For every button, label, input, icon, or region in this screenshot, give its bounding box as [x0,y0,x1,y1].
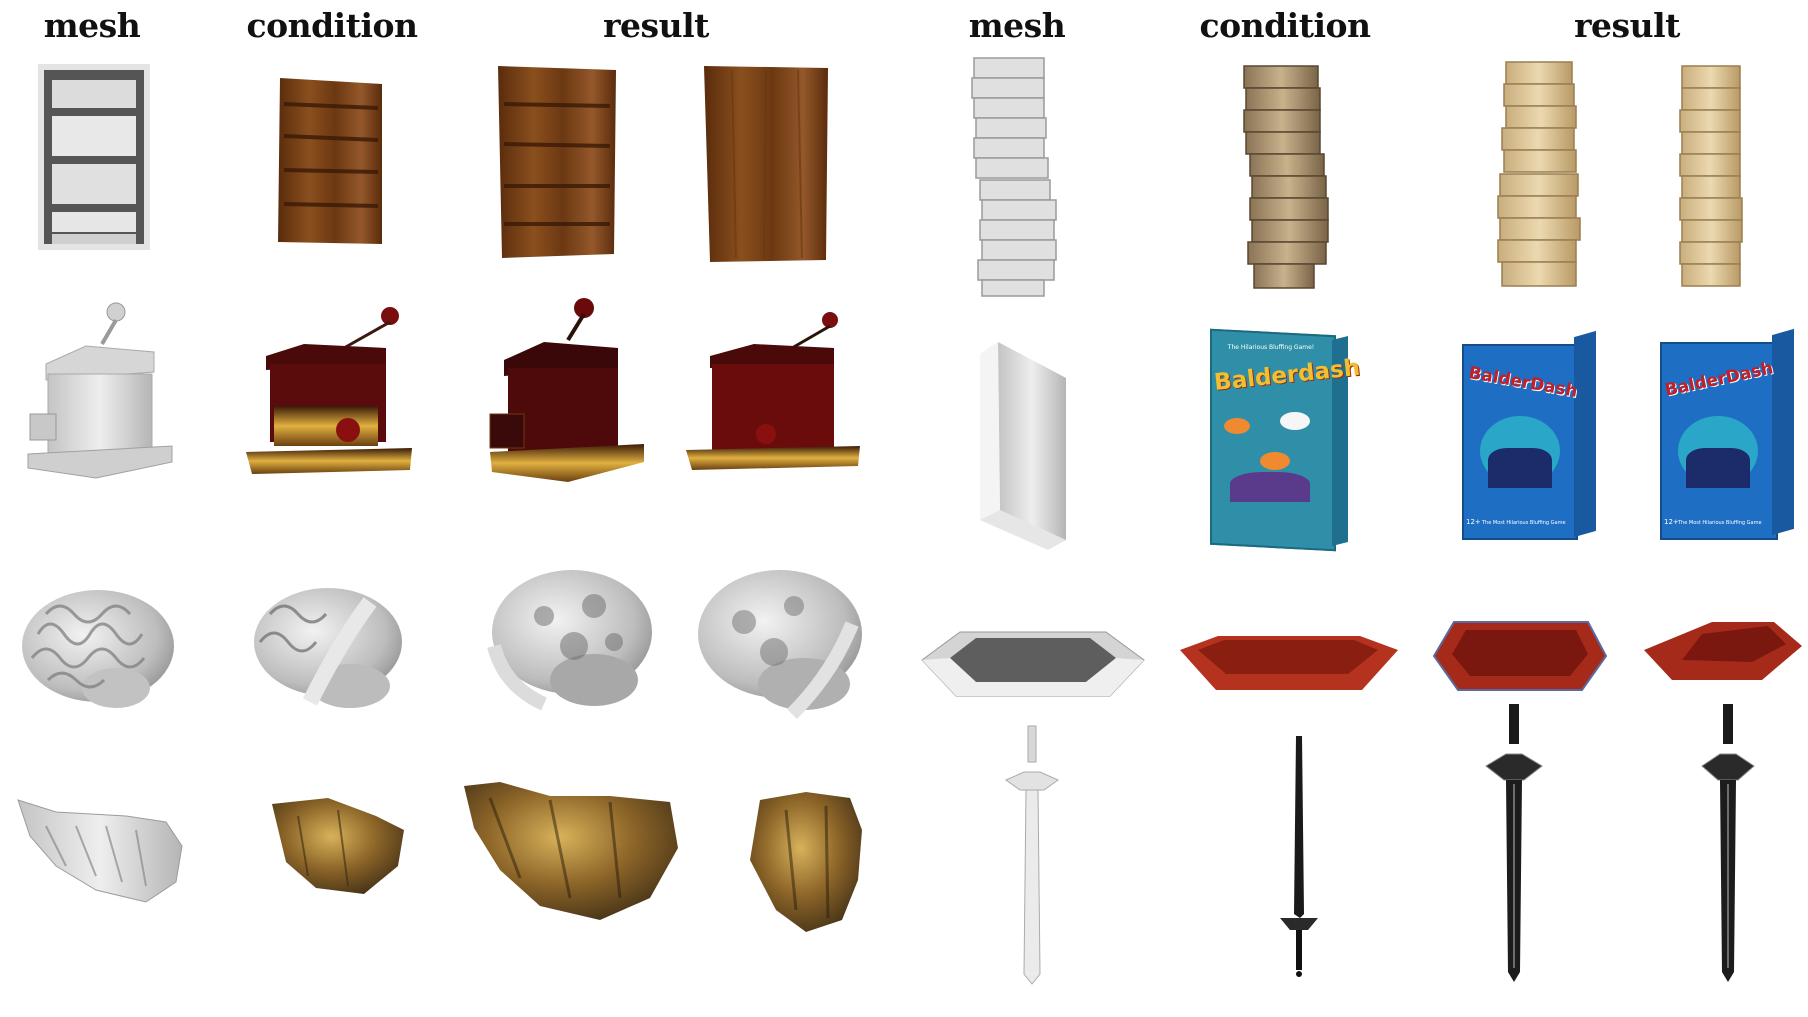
sword-condition-figure [1280,736,1318,977]
tray-condition-figure [1180,636,1398,690]
box-mesh-figure [980,342,1066,550]
jenga-mesh-figure [971,57,1057,297]
box-result-b-footer: The Most Hilarious Bluffing Game [1678,520,1762,526]
header-result-right: result [1574,6,1680,45]
grinder-result-a-figure [489,298,644,482]
header-condition-right: condition [1199,6,1372,45]
bookshelf-result-b-figure [704,66,828,262]
box-result-b-age: 12+ [1664,518,1679,526]
sword-mesh-figure [1004,725,1060,985]
grinder-condition-figure [246,307,412,474]
rock-mesh-figure [17,799,183,903]
tray-result-a-figure [1432,621,1608,691]
bookshelf-condition-figure [278,78,382,244]
jenga-result-a-figure [1497,61,1581,287]
header-result-left: result [603,6,709,45]
bookshelf-result-a-figure [498,66,616,258]
brain-result-b-figure [698,570,862,719]
tray-mesh-figure [921,631,1145,697]
box-condition-tagline: The Hilarious Bluffing Game! [1227,344,1315,351]
box-condition-figure: The Hilarious Bluffing Game! Balderdash [1210,328,1361,552]
box-result-a-figure: BalderDash The Most Hilarious Bluffing G… [1462,330,1598,540]
brain-result-a-figure [487,570,652,711]
brain-mesh-figure [22,590,174,708]
box-result-b-figure: BalderDash The Most Hilarious Bluffing G… [1658,328,1796,540]
header-mesh-left: mesh [43,6,141,45]
brain-condition-figure [254,588,402,708]
jenga-condition-figure [1243,65,1329,289]
header-mesh-right: mesh [968,6,1066,45]
grinder-mesh-figure [27,302,173,479]
rock-condition-figure [272,798,404,894]
header-condition-left: condition [246,6,419,45]
tray-result-b-figure [1644,622,1802,680]
rock-result-a-figure [464,782,678,920]
sword-result-b-figure [1701,704,1755,982]
box-result-a-age: 12+ [1466,518,1481,526]
rock-result-b-figure [750,792,862,932]
box-result-a-footer: The Most Hilarious Bluffing Game [1482,520,1566,526]
grinder-result-b-figure [686,312,860,470]
jenga-result-b-figure [1679,65,1743,287]
sword-result-a-figure [1485,704,1543,982]
bookshelf-mesh-figure [38,64,150,250]
